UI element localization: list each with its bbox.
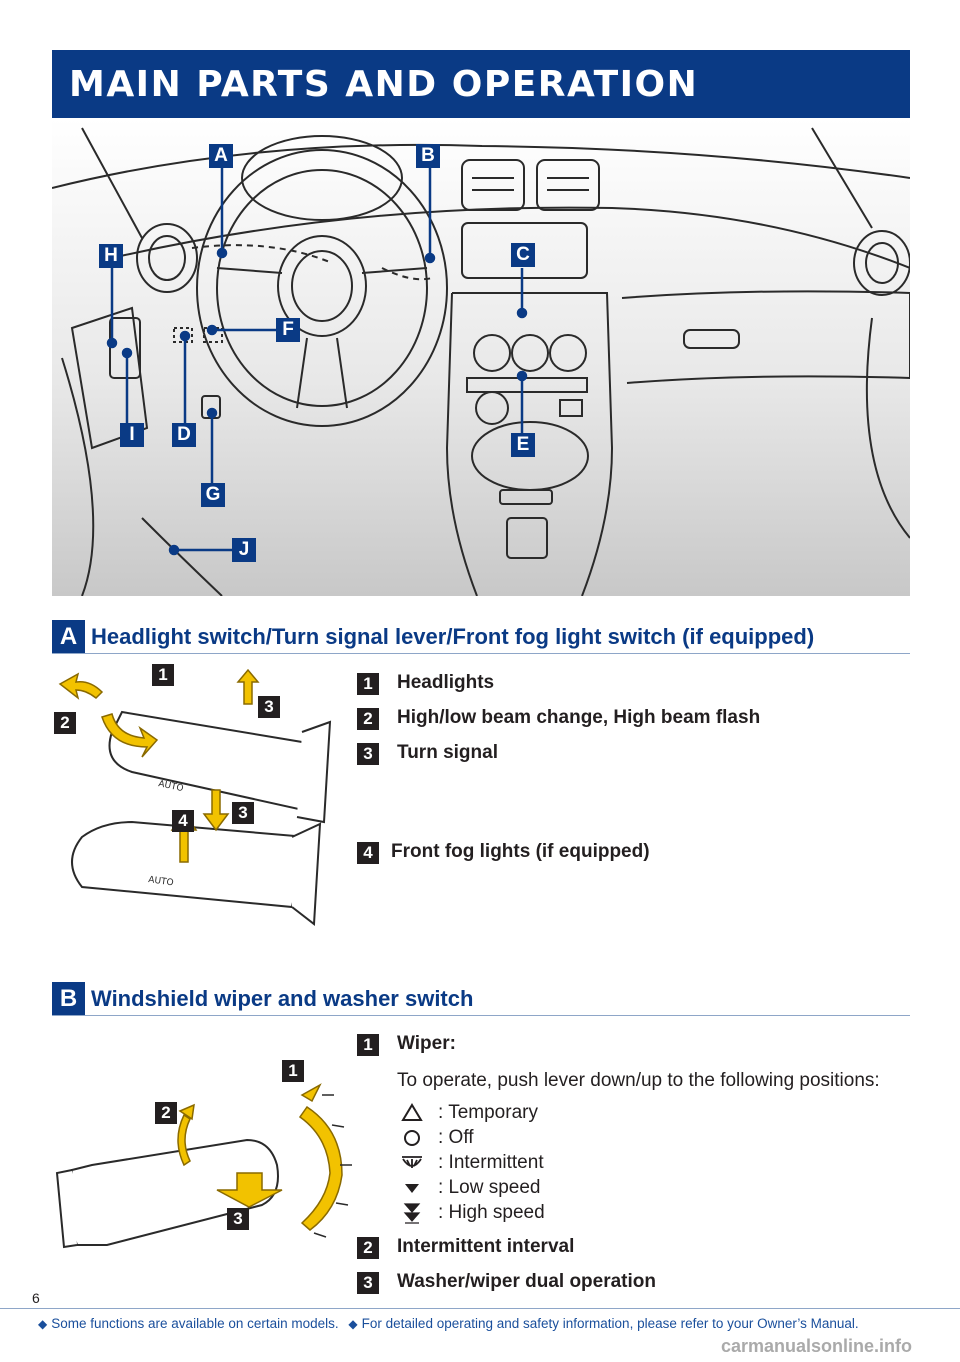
diamond-bullet-icon: ◆ [38,1317,48,1331]
section-a-item-2-label: High/low beam change, High beam flash [397,707,761,728]
section-b-item-3-label: Washer/wiper dual operation [397,1271,657,1292]
callout-e: E [511,433,535,457]
footer-note-1: Some functions are available on certain … [51,1316,339,1331]
section-b-item-3-num: 3 [357,1272,379,1294]
wiper-position-low-text: : Low speed [438,1177,541,1198]
illus-b-marker-1: 1 [282,1060,304,1082]
section-a-item-3-num: 3 [357,743,379,765]
footer-divider [0,1308,960,1309]
section-b-item-2-label: Intermittent interval [397,1236,575,1257]
dashboard-drawing [52,127,910,596]
watermark: carmanualsonline.info [720,1336,912,1356]
section-a-item-4-label: Front fog lights (if equipped) [391,841,650,862]
wiper-lever-illustration: 1 2 3 [52,1055,352,1255]
callout-c: C [511,243,535,267]
section-a-item-3-label: Turn signal [397,742,498,763]
triangle-down-icon [405,1184,419,1193]
page-number: 6 [32,1290,40,1306]
illus-a-marker-2: 2 [54,712,76,734]
headlight-lever-drawing: AUTO AUTO [58,668,332,926]
wiper-position-intermittent-text: : Intermittent [438,1152,544,1173]
callout-i: I [120,423,144,447]
section-b-header: B Windshield wiper and washer switch [52,982,910,1016]
section-b-title: Windshield wiper and washer switch [91,986,474,1011]
callout-d: D [172,423,196,447]
section-b-item-1-num: 1 [357,1034,379,1056]
section-a-header: A Headlight switch/Turn signal lever/Fro… [52,620,910,654]
double-triangle-down-icon [403,1203,421,1224]
wiper-position-high-text: : High speed [438,1202,545,1223]
section-b-instruction: To operate, push lever down/up to the fo… [397,1070,880,1091]
callout-h: H [99,244,123,268]
section-b-item-2-num: 2 [357,1237,379,1259]
section-b-letter: B [52,982,85,1015]
diamond-bullet-icon: ◆ [348,1317,358,1331]
section-b-item-1-label: Wiper: [397,1033,456,1054]
wiper-intermittent-icon [402,1156,422,1168]
callout-j: J [232,538,256,562]
dashboard-illustration: A B C D E F G H I J [52,118,910,596]
triangle-up-icon [401,1103,423,1121]
section-a-item-1-num: 1 [357,673,379,695]
illus-a-marker-1: 1 [152,664,174,686]
illus-a-marker-3b: 3 [232,802,254,824]
section-a-item-4-num: 4 [357,842,379,864]
circle-off-icon [404,1130,420,1146]
callout-b: B [416,144,440,168]
lever-auto-text-2: AUTO [148,875,174,888]
headlight-lever-illustration: AUTO AUTO 1 2 3 3 4 [52,662,342,972]
wiper-position-off-text: : Off [438,1127,474,1148]
callout-f: F [276,318,300,342]
illus-a-marker-4: 4 [172,810,194,832]
page-title: MAIN PARTS AND OPERATION [69,64,699,105]
section-a-letter: A [52,620,85,653]
footer-note-2: For detailed operating and safety inform… [361,1316,859,1331]
callout-a: A [209,144,233,168]
callout-g: G [201,483,225,507]
footer-notes: ◆Some functions are available on certain… [38,1316,859,1331]
wiper-position-temporary-text: : Temporary [438,1102,538,1123]
title-bar: MAIN PARTS AND OPERATION [52,50,910,118]
illus-a-marker-3a: 3 [258,696,280,718]
illus-b-marker-3: 3 [227,1208,249,1230]
wiper-lever-drawing [55,1083,352,1249]
section-a-item-2-num: 2 [357,708,379,730]
illus-b-marker-2: 2 [155,1102,177,1124]
section-a-title: Headlight switch/Turn signal lever/Front… [91,624,815,649]
section-a-item-1-label: Headlights [397,672,495,693]
